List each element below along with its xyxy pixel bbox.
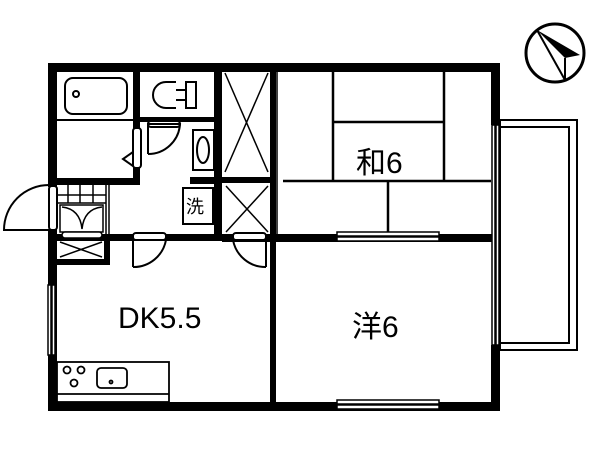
washing-machine-space [182, 187, 214, 225]
closet-upper [224, 72, 278, 234]
shoe-closet [59, 231, 103, 258]
entrance-tiles [57, 185, 110, 234]
dk-door [132, 232, 168, 269]
room-label-washitsu: 和6 [356, 147, 403, 180]
toilet-fixture [152, 81, 197, 109]
washer-label: 洗 [186, 197, 204, 218]
windows [47, 124, 500, 410]
bathtub [57, 77, 133, 121]
tatami-mats [283, 72, 491, 234]
balcony [499, 119, 578, 351]
bath-door [121, 127, 142, 169]
kitchen-counter [56, 361, 170, 403]
washbasin [192, 129, 215, 171]
room-label-dk: DK5.5 [118, 302, 202, 335]
north-arrow-icon [524, 22, 586, 84]
toilet-door [147, 120, 182, 156]
room-label-youshitsu: 洋6 [352, 311, 399, 344]
entrance-door [2, 184, 58, 231]
closet-lower [225, 185, 269, 233]
youshitsu-door [231, 232, 267, 269]
